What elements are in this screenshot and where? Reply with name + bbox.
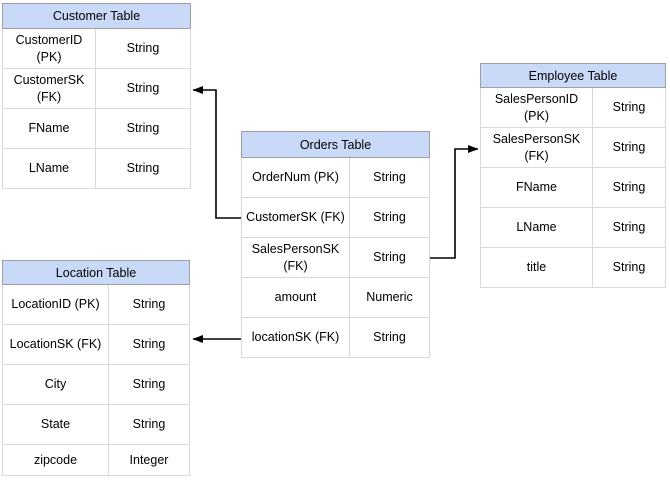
table-row: FName String (481, 168, 665, 208)
table-title: Customer Table (2, 3, 191, 29)
type-cell: String (126, 161, 160, 176)
field-cell: FName (3, 109, 96, 148)
type-cell: String (373, 250, 406, 265)
type-cell: String (612, 100, 646, 115)
field-cell: locationSK (FK) (242, 318, 350, 357)
type-cell: String (612, 180, 646, 195)
table-row: OrderNum (PK) String (242, 158, 429, 198)
field-cell: LocationSK (FK) (3, 325, 109, 364)
type-cell: String (132, 377, 166, 392)
table-body: OrderNum (PK) String CustomerSK (FK) Str… (241, 158, 430, 358)
table-row: City String (3, 365, 189, 405)
table-row: locationSK (FK) String (242, 318, 429, 358)
employee-table-node[interactable]: Employee Table SalesPersonID (PK) String… (480, 63, 666, 288)
type-cell: String (612, 260, 646, 275)
type-cell: String (132, 297, 166, 312)
table-row: State String (3, 405, 189, 445)
type-cell: String (373, 330, 406, 345)
table-row: CustomerSK (FK) String (3, 69, 190, 109)
table-body: CustomerID (PK) String CustomerSK (FK) S… (2, 29, 191, 189)
table-row: zipcode Integer (3, 445, 189, 476)
table-title: Employee Table (480, 63, 666, 88)
type-cell: String (373, 170, 406, 185)
field-cell: OrderNum (PK) (242, 158, 350, 197)
type-cell: String (612, 140, 646, 155)
field-cell: CustomerSK (FK) (242, 198, 350, 237)
field-cell: City (3, 365, 109, 404)
table-title: Orders Table (241, 131, 430, 158)
type-cell: String (126, 41, 160, 56)
field-cell: CustomerID (PK) (3, 29, 96, 68)
field-cell: State (3, 405, 109, 444)
field-cell: SalesPersonSK (FK) (242, 238, 350, 277)
field-cell: LocationID (PK) (3, 285, 109, 324)
type-cell: String (126, 81, 160, 96)
table-row: SalesPersonSK (FK) String (242, 238, 429, 278)
table-body: SalesPersonID (PK) String SalesPersonSK … (480, 88, 666, 288)
table-row: FName String (3, 109, 190, 149)
type-cell: String (132, 337, 166, 352)
connector-orders-salespersonsk-to-employee[interactable] (430, 145, 479, 259)
orders-table-node[interactable]: Orders Table OrderNum (PK) String Custom… (241, 131, 430, 358)
table-row: LName String (3, 149, 190, 189)
table-row: amount Numeric (242, 278, 429, 318)
customer-table-node[interactable]: Customer Table CustomerID (PK) String Cu… (2, 3, 191, 189)
type-cell: String (612, 220, 646, 235)
table-title: Location Table (2, 260, 190, 285)
field-cell: amount (242, 278, 350, 317)
table-row: LocationSK (FK) String (3, 325, 189, 365)
type-cell: Numeric (366, 290, 413, 305)
field-cell: zipcode (3, 445, 109, 475)
table-row: LName String (481, 208, 665, 248)
table-row: CustomerSK (FK) String (242, 198, 429, 238)
table-row: title String (481, 248, 665, 288)
field-cell: LName (481, 208, 593, 247)
table-body: LocationID (PK) String LocationSK (FK) S… (2, 285, 190, 476)
table-row: CustomerID (PK) String (3, 29, 190, 69)
table-row: SalesPersonSK (FK) String (481, 128, 665, 168)
type-cell: String (132, 417, 166, 432)
table-row: SalesPersonID (PK) String (481, 88, 665, 128)
field-cell: SalesPersonSK (FK) (481, 128, 593, 167)
type-cell: String (126, 121, 160, 136)
type-cell: Integer (129, 452, 169, 467)
location-table-node[interactable]: Location Table LocationID (PK) String Lo… (2, 260, 190, 476)
field-cell: FName (481, 168, 593, 207)
field-cell: LName (3, 149, 96, 188)
field-cell: SalesPersonID (PK) (481, 88, 593, 127)
field-cell: title (481, 248, 593, 287)
table-row: LocationID (PK) String (3, 285, 189, 325)
type-cell: String (373, 210, 406, 225)
field-cell: CustomerSK (FK) (3, 69, 96, 108)
connector-orders-customersk-to-customer[interactable] (192, 86, 241, 219)
